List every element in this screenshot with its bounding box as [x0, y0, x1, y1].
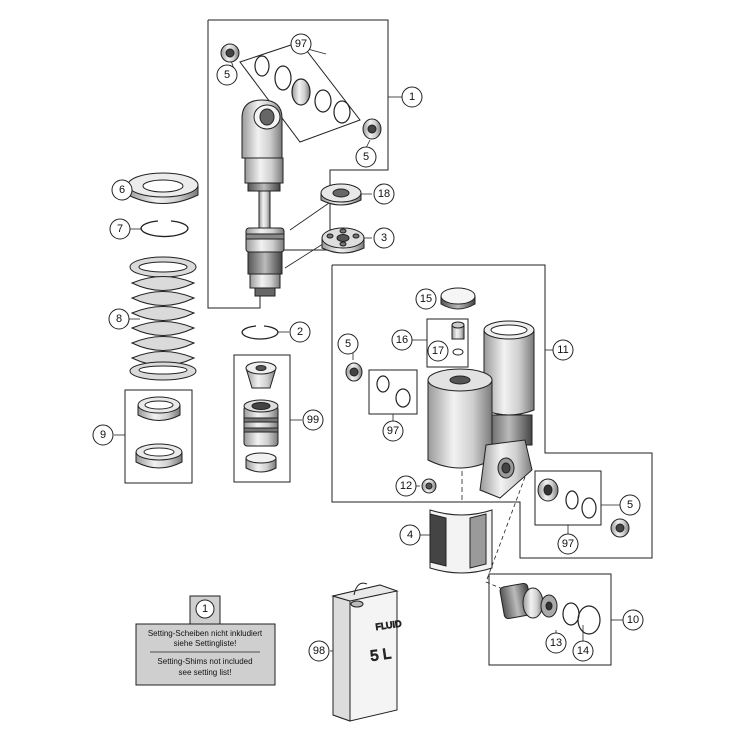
- bleed-screw: [421, 478, 437, 494]
- callout-1[interactable]: 1: [401, 86, 423, 108]
- svg-text:12: 12: [400, 480, 412, 492]
- svg-text:16: 16: [396, 334, 408, 346]
- circlip-2: [241, 325, 279, 340]
- svg-text:14: 14: [577, 645, 589, 657]
- callout-5-top-right[interactable]: 5: [355, 146, 377, 168]
- bushing-mid-left: [345, 362, 363, 382]
- spring-adjuster: [321, 227, 365, 254]
- callouts: 1 97 5 5 6 18 7 3 15 8 2 16 5 17 11 99 9…: [92, 33, 644, 662]
- svg-text:4: 4: [407, 529, 413, 541]
- svg-text:5: 5: [224, 69, 230, 81]
- svg-text:9: 9: [100, 429, 106, 441]
- fluid-label-bottom: 5 L: [369, 645, 392, 665]
- frame-part-10: [488, 573, 612, 666]
- bushing-top-left: [220, 43, 240, 63]
- svg-text:2: 2: [297, 326, 303, 338]
- callout-15[interactable]: 15: [415, 288, 437, 310]
- svg-text:98: 98: [313, 645, 325, 657]
- svg-text:10: 10: [627, 614, 639, 626]
- callout-17[interactable]: 17: [427, 340, 449, 362]
- note-line-2: siehe Settingliste!: [174, 639, 237, 648]
- decal-label: [429, 509, 493, 574]
- frame-part-9: [124, 389, 193, 484]
- svg-text:97: 97: [387, 425, 399, 437]
- circlip-7: [140, 220, 189, 238]
- svg-text:5: 5: [345, 338, 351, 350]
- callout-97-right[interactable]: 97: [557, 533, 579, 555]
- svg-text:97: 97: [562, 538, 574, 550]
- callout-11[interactable]: 11: [552, 339, 574, 361]
- bushing-right-outer: [610, 518, 630, 538]
- callout-18[interactable]: 18: [373, 183, 395, 205]
- svg-text:99: 99: [307, 414, 319, 426]
- callout-98[interactable]: 98: [308, 640, 330, 662]
- svg-text:8: 8: [116, 313, 122, 325]
- svg-text:3: 3: [381, 232, 387, 244]
- adjusting-nut-lower: [135, 443, 183, 469]
- callout-5-right[interactable]: 5: [619, 494, 641, 516]
- svg-text:1: 1: [409, 91, 415, 103]
- fluid-label-top: FLUID: [375, 618, 403, 632]
- svg-text:15: 15: [420, 293, 432, 305]
- svg-text:97: 97: [295, 38, 307, 50]
- callout-2[interactable]: 2: [289, 321, 311, 343]
- callout-10[interactable]: 10: [622, 609, 644, 631]
- seal-rings-top: [254, 55, 351, 124]
- callout-12[interactable]: 12: [395, 475, 417, 497]
- callout-3[interactable]: 3: [373, 227, 395, 249]
- bump-rubber: [245, 361, 277, 389]
- bushing-top-right: [362, 118, 382, 140]
- callout-5-mid-left[interactable]: 5: [337, 333, 359, 355]
- callout-6[interactable]: 6: [111, 179, 133, 201]
- compression-adjuster: [499, 582, 558, 620]
- reservoir-body: [427, 320, 535, 499]
- callout-7[interactable]: 7: [109, 218, 131, 240]
- svg-text:6: 6: [119, 184, 125, 196]
- o-rings-13-14: [562, 602, 601, 635]
- frame-part-16: [426, 318, 469, 368]
- damper-body-upper: [241, 99, 285, 297]
- callout-99[interactable]: 99: [302, 409, 324, 431]
- svg-text:7: 7: [117, 223, 123, 235]
- seal-cap: [320, 183, 362, 206]
- svg-text:17: 17: [432, 345, 444, 357]
- svg-text:11: 11: [557, 344, 568, 356]
- svg-text:13: 13: [550, 637, 562, 649]
- callout-9[interactable]: 9: [92, 424, 114, 446]
- seal-head-ring: [245, 452, 277, 473]
- callout-8[interactable]: 8: [108, 308, 130, 330]
- frame-part-99: [233, 354, 291, 483]
- callout-13[interactable]: 13: [545, 632, 567, 654]
- seal-rings-mid: [376, 375, 411, 408]
- note-line-4: see setting list!: [179, 668, 232, 677]
- coil-spring: [129, 256, 197, 381]
- note-line-3: Setting-Shims not included: [157, 657, 252, 666]
- note-ref-number: 1: [202, 603, 208, 615]
- reservoir-cap: [440, 287, 476, 310]
- fluid-can: FLUID 5 L: [331, 582, 403, 722]
- setting-note: 1 Setting-Scheiben nicht inkludiert sieh…: [135, 595, 276, 686]
- callout-97-top[interactable]: 97: [290, 33, 312, 55]
- svg-text:5: 5: [363, 151, 369, 163]
- group-frames: [124, 19, 653, 666]
- callout-14[interactable]: 14: [572, 640, 594, 662]
- adjusting-nut-upper: [137, 396, 181, 421]
- note-line-1: Setting-Scheiben nicht inkludiert: [148, 629, 263, 638]
- seal-rings-right: [565, 490, 597, 519]
- svg-text:5: 5: [627, 499, 633, 511]
- frame-rings-97-mid: [368, 369, 418, 415]
- spring-seat: [127, 172, 199, 204]
- callout-5-top-left[interactable]: 5: [216, 64, 238, 86]
- callout-4[interactable]: 4: [399, 524, 421, 546]
- bushing-right-inner: [537, 478, 559, 502]
- valve-insert: [451, 321, 465, 356]
- frame-part-11: [331, 264, 653, 559]
- svg-text:18: 18: [378, 188, 390, 200]
- note-box: [135, 623, 276, 686]
- seal-head: [243, 399, 279, 447]
- callout-97-mid[interactable]: 97: [382, 420, 404, 442]
- callout-16[interactable]: 16: [391, 329, 413, 351]
